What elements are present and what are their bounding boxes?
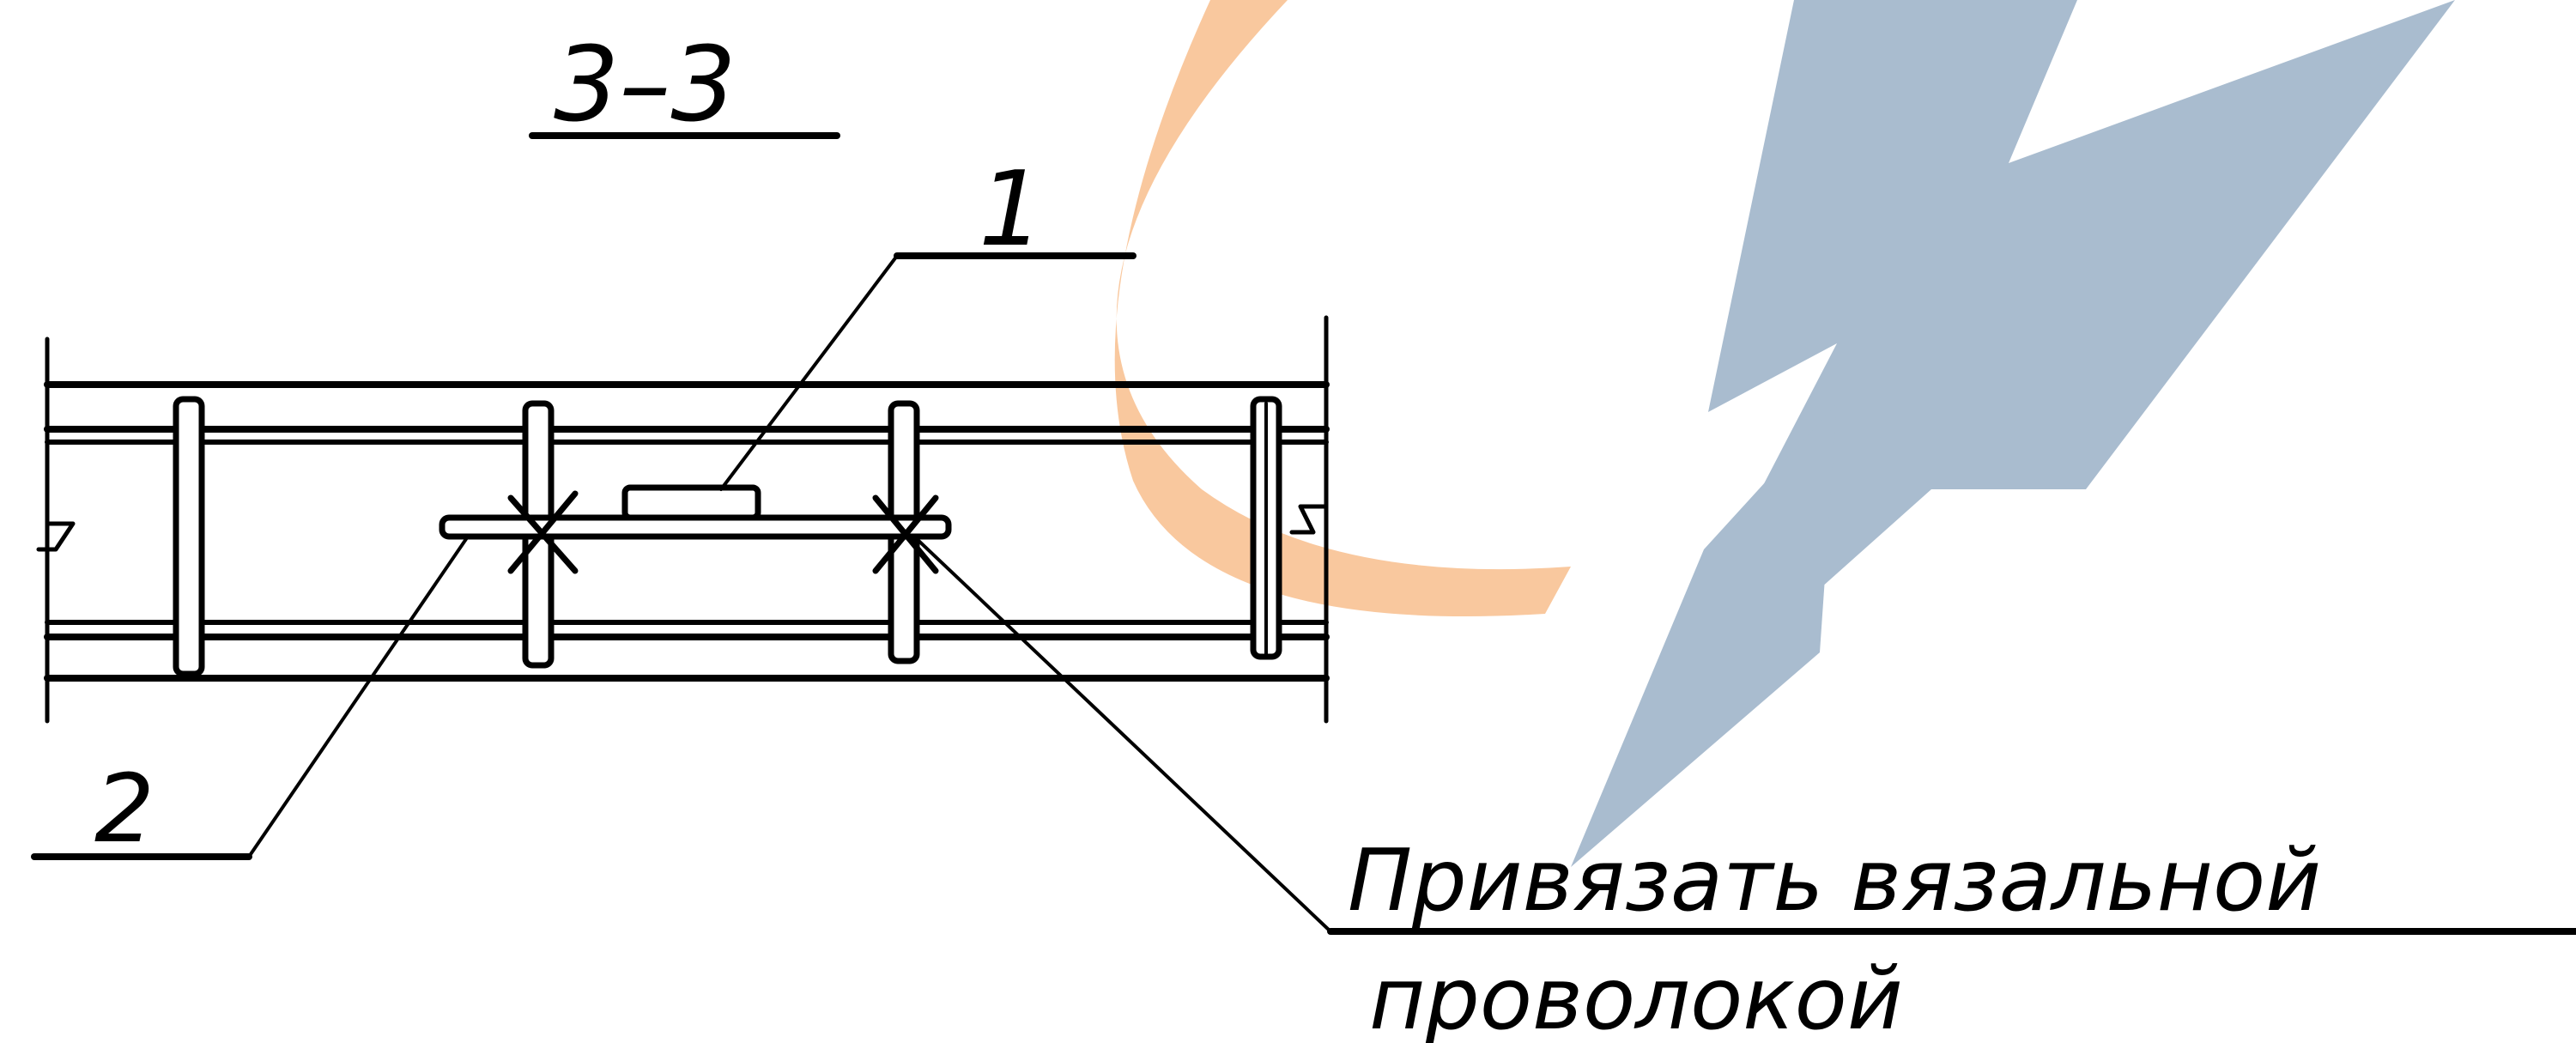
watermark-bolt-lower xyxy=(1571,403,1837,867)
logo-watermark xyxy=(1114,0,2455,867)
leader-lines xyxy=(31,252,2576,935)
callout-1-label: 1 xyxy=(979,150,1044,270)
watermark-arc xyxy=(1114,0,1571,617)
vertical-bar xyxy=(173,396,205,677)
note-line-1: Привязать вязальной xyxy=(1348,830,2321,931)
note-line-2: проволокой xyxy=(1369,949,1903,1043)
wire-ties xyxy=(507,490,939,574)
longitudinal-rebars xyxy=(44,426,1330,640)
wire-tie-cross xyxy=(507,490,579,574)
section-title: 3–3 xyxy=(554,26,736,145)
wire-tie-cross xyxy=(872,494,939,574)
slab-outline xyxy=(36,315,1330,724)
insert-plate xyxy=(621,484,761,521)
callout-2-label: 2 xyxy=(94,754,155,864)
